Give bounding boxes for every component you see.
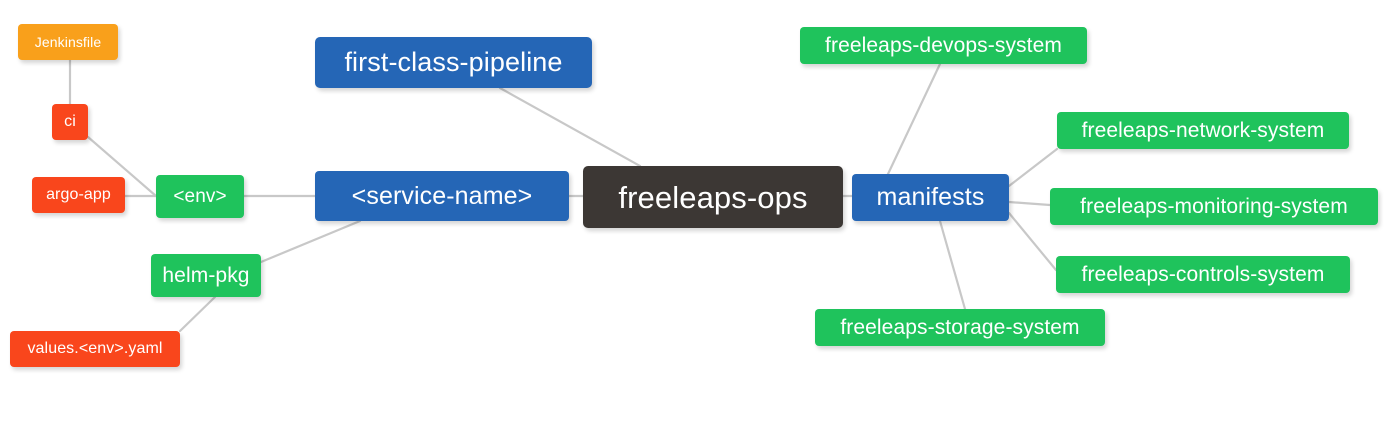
node-label: manifests [876,183,985,211]
node-label: freeleaps-storage-system [840,316,1080,339]
node-label: first-class-pipeline [344,47,563,77]
node-freeleaps-storage-system[interactable]: freeleaps-storage-system [815,309,1105,346]
node-values-yaml[interactable]: values.<env>.yaml [10,331,180,367]
node-label: ci [64,113,76,130]
node-freeleaps-monitoring-system[interactable]: freeleaps-monitoring-system [1050,188,1378,225]
node-env[interactable]: <env> [156,175,244,218]
node-label: freeleaps-devops-system [825,34,1062,57]
node-label: freeleaps-network-system [1081,119,1325,142]
edge-manifests-storage [938,219,967,311]
node-label: freeleaps-ops [618,179,808,215]
node-manifests[interactable]: manifests [852,174,1009,221]
node-jenkinsfile[interactable]: Jenkinsfile [18,24,118,60]
node-freeleaps-network-system[interactable]: freeleaps-network-system [1057,112,1349,149]
node-ci[interactable]: ci [52,104,88,140]
edge-manifests-monitoring [1007,200,1052,207]
edge-helm-pkg-service-name [259,219,362,264]
node-freeleaps-devops-system[interactable]: freeleaps-devops-system [800,27,1087,64]
node-helm-pkg[interactable]: helm-pkg [151,254,261,297]
node-label: <env> [173,186,227,207]
node-first-class-pipeline[interactable]: first-class-pipeline [315,37,592,88]
edge-values-yaml-helm-pkg [178,295,217,333]
node-label: Jenkinsfile [34,34,102,50]
node-freeleaps-controls-system[interactable]: freeleaps-controls-system [1056,256,1350,293]
edge-manifests-devops [886,62,942,176]
node-freeleaps-ops[interactable]: freeleaps-ops [583,166,843,228]
node-label: helm-pkg [162,264,250,287]
node-label: freeleaps-controls-system [1081,263,1325,286]
edge-manifests-network [1007,147,1059,188]
node-label: <service-name> [351,181,533,210]
node-service-name[interactable]: <service-name> [315,171,569,221]
node-label: argo-app [46,186,111,203]
node-label: freeleaps-monitoring-system [1080,195,1348,218]
edge-pipeline-ops [498,86,642,168]
node-label: values.<env>.yaml [27,340,163,357]
edge-manifests-controls [1007,211,1058,272]
node-argo-app[interactable]: argo-app [32,177,125,213]
